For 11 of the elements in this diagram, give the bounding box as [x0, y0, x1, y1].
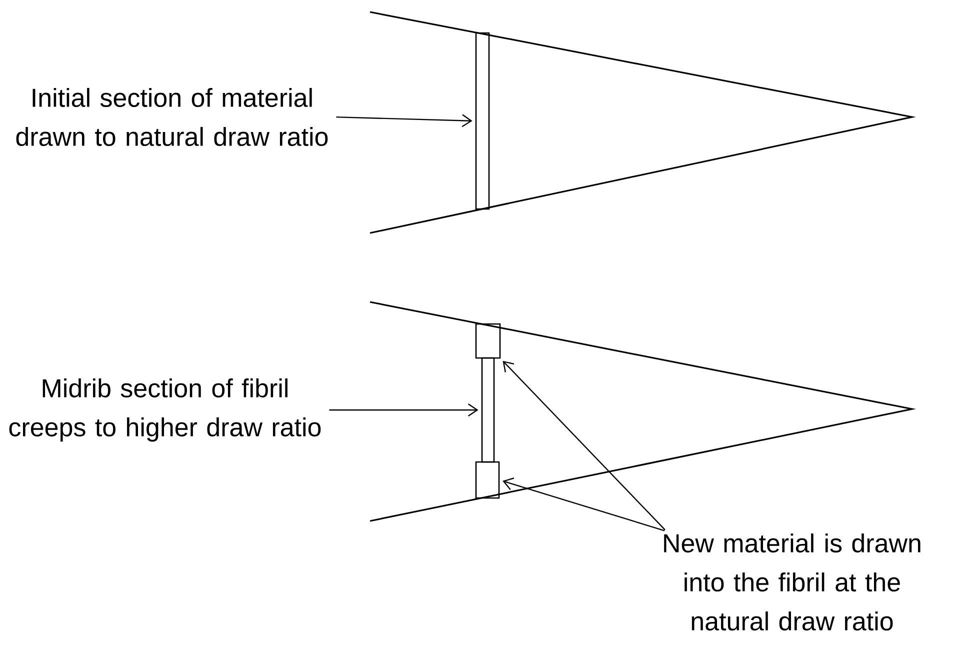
arrow	[502, 478, 665, 532]
callout-text: Midrib section of fibril creeps to higher draw ratio	[9, 378, 321, 442]
fibril-section	[475, 461, 500, 499]
arrow	[502, 360, 666, 530]
arrow	[336, 114, 472, 128]
arrow	[329, 404, 478, 416]
fibril-section	[475, 32, 490, 210]
fibril-section	[475, 323, 501, 359]
callout-text: Initial section of material drawn to natural draw ratio	[16, 88, 328, 146]
callout-text: New material is drawn into the fibril at the natural draw ratio	[664, 533, 920, 631]
fibril-section	[481, 357, 495, 463]
